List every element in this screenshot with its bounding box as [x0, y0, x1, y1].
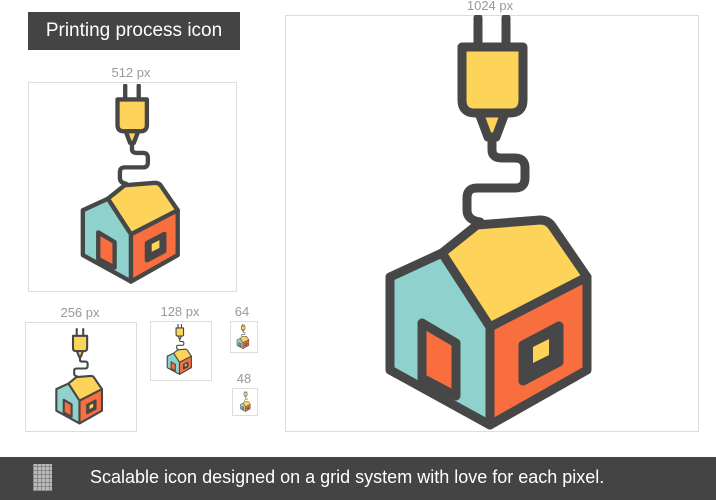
frame-512	[28, 82, 237, 292]
footer-text: Scalable icon designed on a grid system …	[90, 467, 605, 487]
house-plug-icon-128	[166, 324, 192, 375]
size-label-256: 256 px	[60, 305, 100, 320]
house-plug-icon-64	[236, 324, 250, 349]
size-label-128: 128 px	[160, 304, 200, 319]
frame-48	[232, 388, 258, 416]
grid-icon	[33, 464, 52, 491]
frame-64	[230, 321, 258, 353]
size-label-64: 64	[234, 304, 250, 319]
house-plug-icon-256	[55, 328, 104, 425]
footer-bar	[0, 457, 716, 500]
frame-1024	[285, 15, 699, 432]
size-label-512: 512 px	[111, 65, 151, 80]
house-plug-icon-48	[240, 391, 251, 412]
page-title: Printing process icon	[28, 12, 240, 50]
size-label-48: 48	[236, 371, 252, 386]
frame-128	[150, 321, 212, 381]
frame-256	[25, 322, 137, 432]
house-plug-icon-512	[78, 84, 184, 284]
size-label-1024: 1024 px	[440, 0, 540, 13]
house-plug-icon-1024	[380, 15, 600, 430]
